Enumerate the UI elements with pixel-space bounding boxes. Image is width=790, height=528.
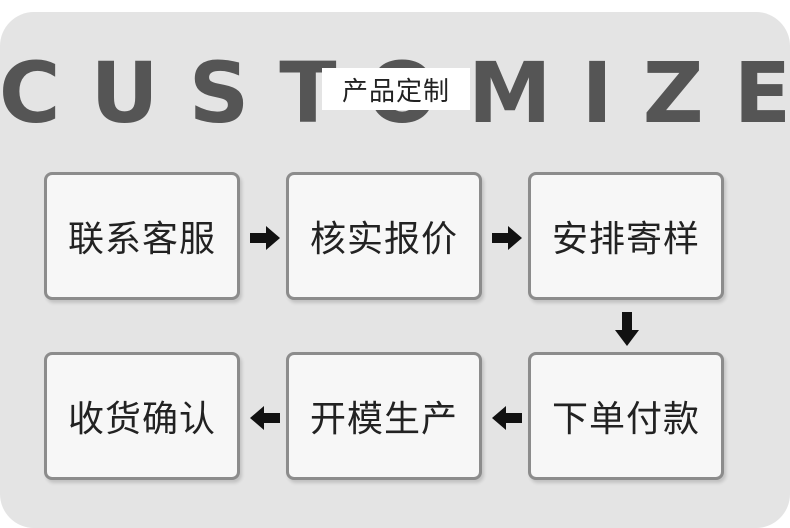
arrow-left-icon — [250, 406, 280, 430]
step-verify-quote: 核实报价 — [286, 172, 482, 300]
step-mold-production: 开模生产 — [286, 352, 482, 480]
step-place-order-pay: 下单付款 — [528, 352, 724, 480]
step-arrange-sample: 安排寄样 — [528, 172, 724, 300]
step-contact-service: 联系客服 — [44, 172, 240, 300]
step-confirm-receipt: 收货确认 — [44, 352, 240, 480]
arrow-right-icon — [492, 226, 522, 250]
page-subtitle: 产品定制 — [322, 68, 470, 110]
arrow-down-icon — [615, 312, 639, 346]
arrow-left-icon — [492, 406, 522, 430]
arrow-right-icon — [250, 226, 280, 250]
